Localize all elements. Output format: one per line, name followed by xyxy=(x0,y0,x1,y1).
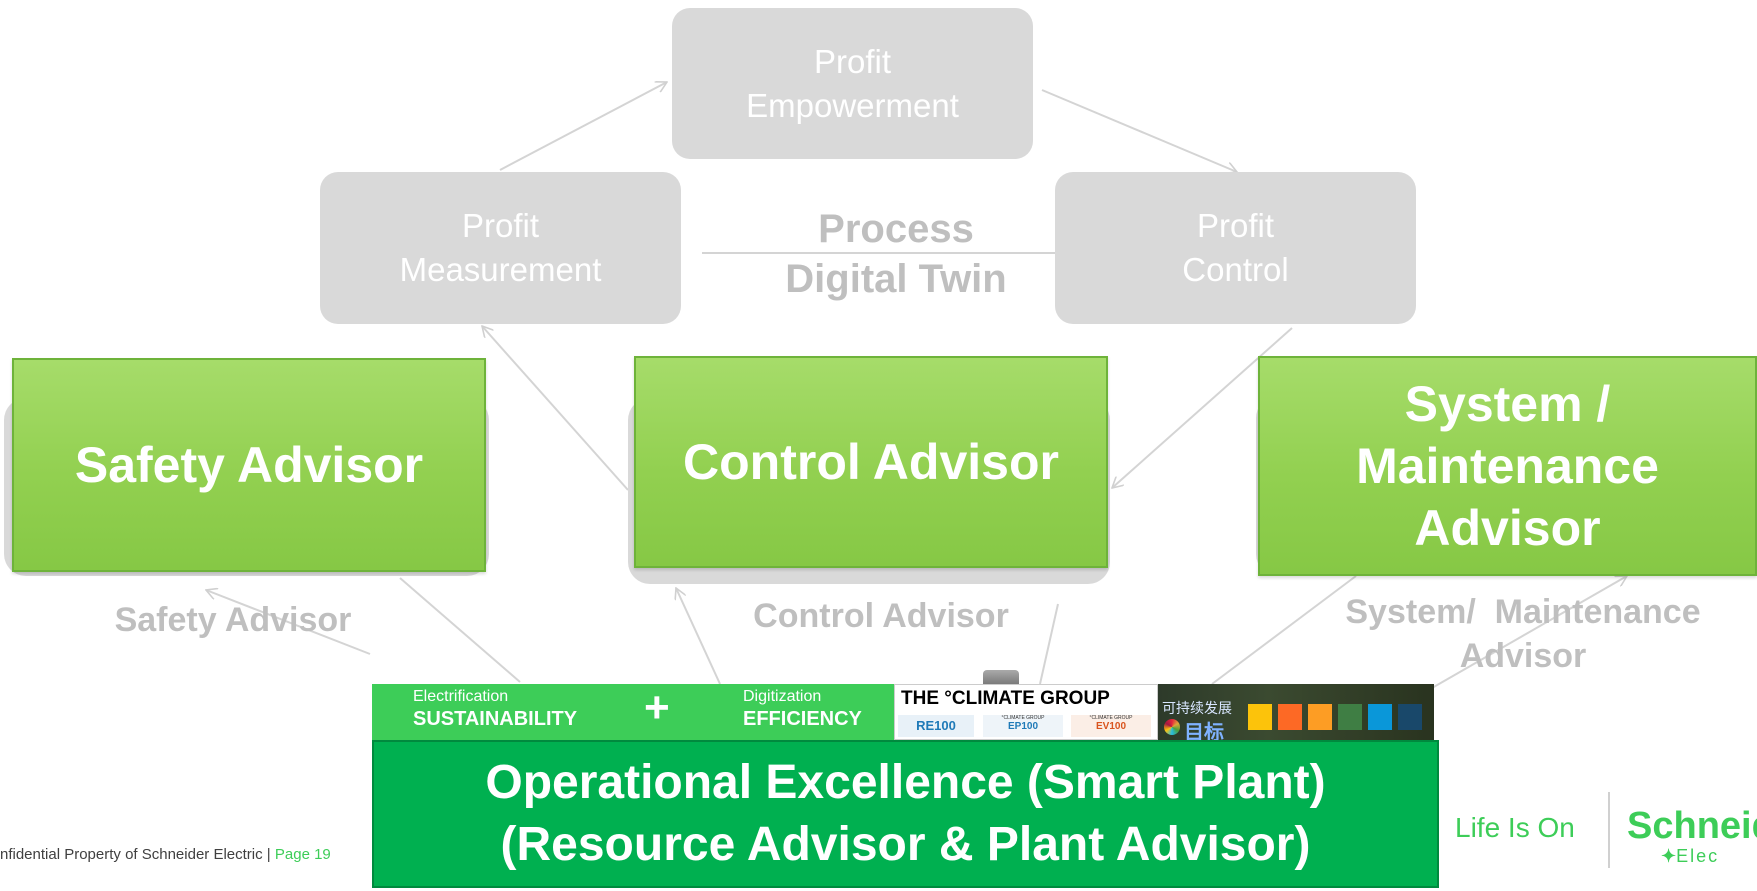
sustainability-text: SUSTAINABILITY xyxy=(413,708,578,730)
arrow-profit-control-to-control-advisor xyxy=(1112,327,1293,488)
sdg-goal-text: 目标 xyxy=(1184,722,1224,744)
plus-sign: + xyxy=(644,683,670,732)
schneider-sub-text: Elec xyxy=(1676,846,1720,866)
footer-text: nfidential Property of Schneider Electri… xyxy=(0,846,275,863)
ep100-label: EP100 xyxy=(1007,721,1039,732)
sdg-goal-tile-17 xyxy=(1398,704,1422,730)
climate-group-logo: THE °CLIMATE GROUP RE100 °CLIMATE GROUP … xyxy=(894,684,1158,740)
control-advisor-title: Control Advisor xyxy=(683,434,1059,490)
system-advisor-label-line2: Advisor xyxy=(1459,637,1587,675)
ep100-group: °CLIMATE GROUP xyxy=(1001,715,1045,721)
profit-empowerment-line2: Empowerment xyxy=(746,86,959,124)
profit-measurement-line2: Measurement xyxy=(399,251,602,288)
system-advisor-line3: Advisor xyxy=(1414,500,1601,556)
profit-measurement-line1: Profit xyxy=(461,207,540,244)
control-advisor-box: Control Advisor xyxy=(634,356,1108,568)
climate-group-title: THE °CLIMATE GROUP xyxy=(901,688,1110,709)
footer-page: Page 19 xyxy=(274,846,331,863)
arrow-base-to-system xyxy=(1431,575,1627,689)
profit-control-line2: Control xyxy=(1182,251,1289,288)
sdg-goal-tile-14 xyxy=(1368,704,1392,730)
efficiency-text: EFFICIENCY xyxy=(743,708,862,730)
safety-advisor-box: Safety Advisor xyxy=(12,358,486,572)
system-advisor-label-line1: System/ Maintenance xyxy=(1345,593,1701,631)
system-maintenance-advisor-box: System / Maintenance Advisor xyxy=(1258,356,1757,576)
process-digital-twin-line2: Digital Twin xyxy=(785,257,1007,301)
system-advisor-line1: System / xyxy=(1404,376,1611,432)
system-advisor-line2: Maintenance xyxy=(1356,438,1659,494)
sdg-goal-tile-13 xyxy=(1338,704,1362,730)
arrow-base-to-control xyxy=(676,588,721,685)
life-is-on-text: Life Is On xyxy=(1455,812,1575,843)
schneider-mark-icon: ✦ xyxy=(1661,846,1677,866)
profit-control-line1: Profit xyxy=(1196,207,1275,244)
electrification-digitization-banner: Electrification SUSTAINABILITY + Digitiz… xyxy=(372,684,894,740)
arrow-measurement-to-empowerment xyxy=(499,82,667,171)
sdg-goals-image: 可持续发展 目标 xyxy=(1158,684,1434,744)
sdg-wheel-icon xyxy=(1164,719,1180,735)
operational-excellence-box: Operational Excellence (Smart Plant) (Re… xyxy=(372,740,1439,888)
brand-divider xyxy=(1608,792,1610,868)
operational-excellence-line1: Operational Excellence (Smart Plant) xyxy=(485,756,1326,809)
footer-confidential: nfidential Property of Schneider Electri… xyxy=(0,846,331,863)
process-digital-twin-label: Process Digital Twin xyxy=(742,204,1050,304)
re100-label: RE100 xyxy=(916,718,956,733)
safety-advisor-title: Safety Advisor xyxy=(74,437,424,493)
operational-excellence-line2: (Resource Advisor & Plant Advisor) xyxy=(500,818,1311,871)
ep100-badge: °CLIMATE GROUP EP100 xyxy=(983,715,1063,737)
digitization-caption: Digitization xyxy=(743,688,822,705)
schneider-logo: Schneid ✦Elec xyxy=(1627,806,1757,866)
sdg-goal-tile-9 xyxy=(1278,704,1302,730)
ev100-badge: °CLIMATE GROUP EV100 xyxy=(1071,715,1151,737)
life-is-on-tagline: Life Is On xyxy=(1455,812,1575,844)
sdg-goal-tile-7 xyxy=(1248,704,1272,730)
profit-measurement-box: Profit Measurement xyxy=(320,172,681,324)
sdg-goal-tile-11 xyxy=(1308,704,1332,730)
profit-empowerment-line1: Profit xyxy=(813,42,892,80)
arrow-control-advisor-to-measurement xyxy=(482,326,629,491)
process-digital-twin-line1: Process xyxy=(818,207,974,251)
ev100-group: °CLIMATE GROUP xyxy=(1089,715,1133,721)
system-advisor-label: System/ Maintenance Advisor xyxy=(1318,590,1728,678)
profit-empowerment-box: Profit Empowerment xyxy=(672,8,1033,159)
re100-badge: RE100 xyxy=(898,715,974,737)
ev100-label: EV100 xyxy=(1095,721,1127,732)
safety-advisor-label: Safety Advisor xyxy=(114,601,352,639)
control-advisor-label: Control Advisor xyxy=(753,597,1009,635)
schneider-sub: ✦Elec xyxy=(1627,846,1757,866)
profit-control-box: Profit Control xyxy=(1055,172,1416,324)
sdg-chinese-text: 可持续发展 xyxy=(1162,700,1232,716)
electrification-caption: Electrification xyxy=(413,688,509,705)
arrow-base-to-safety xyxy=(206,590,371,655)
schneider-name: Schneid xyxy=(1627,806,1757,847)
arrow-empowerment-to-control xyxy=(1041,89,1237,172)
